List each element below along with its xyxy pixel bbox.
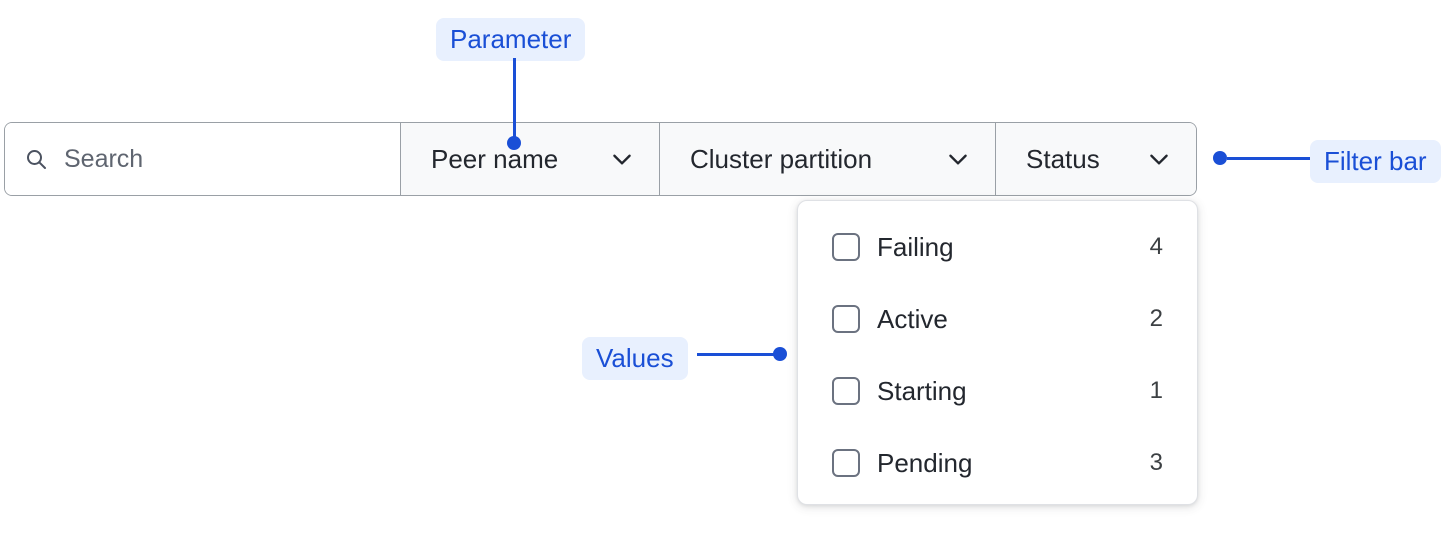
checkbox-active[interactable] — [832, 305, 860, 333]
annotation-leader-line-parameter — [513, 58, 516, 144]
filter-chip-peer-name-label: Peer name — [431, 143, 559, 174]
list-item[interactable]: Pending 3 — [798, 437, 1197, 489]
search-input[interactable] — [64, 144, 364, 174]
checkbox-starting[interactable] — [832, 377, 860, 405]
annotation-anchor-dot-parameter — [507, 136, 521, 150]
list-item-label: Starting — [877, 375, 967, 406]
annotation-label-parameter: Parameter — [436, 18, 586, 61]
filter-chip-peer-name[interactable]: Peer name — [401, 123, 660, 195]
search-section[interactable] — [5, 123, 401, 195]
list-item[interactable]: Failing 4 — [798, 221, 1197, 273]
annotation-label-filter-bar: Filter bar — [1310, 140, 1441, 183]
list-item[interactable]: Active 2 — [798, 293, 1197, 345]
search-icon — [27, 150, 46, 169]
chevron-down-icon[interactable] — [945, 146, 971, 172]
checkbox-pending[interactable] — [832, 449, 860, 477]
annotation-leader-line-values — [697, 353, 781, 356]
list-item-count: 3 — [1149, 449, 1163, 476]
list-item-label: Active — [877, 303, 948, 334]
list-item-count: 1 — [1149, 377, 1163, 404]
filter-chip-cluster-partition[interactable]: Cluster partition — [660, 123, 996, 195]
filter-bar: Peer name Cluster partition Status — [4, 122, 1197, 196]
annotation-label-values: Values — [582, 337, 688, 380]
chevron-down-icon[interactable] — [609, 146, 635, 172]
list-item-label: Pending — [877, 447, 973, 478]
chevron-down-icon[interactable] — [1146, 146, 1172, 172]
annotation-anchor-dot-values — [773, 347, 787, 361]
annotation-anchor-dot-filter-bar — [1213, 151, 1227, 165]
filter-chip-cluster-partition-label: Cluster partition — [690, 143, 873, 174]
annotation-leader-line-filter-bar — [1227, 157, 1310, 160]
filter-chip-status[interactable]: Status — [996, 123, 1196, 195]
checkbox-failing[interactable] — [832, 233, 860, 261]
list-item[interactable]: Starting 1 — [798, 365, 1197, 417]
filter-chip-status-label: Status — [1026, 143, 1100, 174]
status-dropdown-panel: Failing 4 Active 2 Starting 1 Pending 3 — [797, 200, 1198, 505]
list-item-count: 2 — [1149, 305, 1163, 332]
list-item-count: 4 — [1149, 233, 1163, 260]
list-item-label: Failing — [877, 231, 954, 262]
